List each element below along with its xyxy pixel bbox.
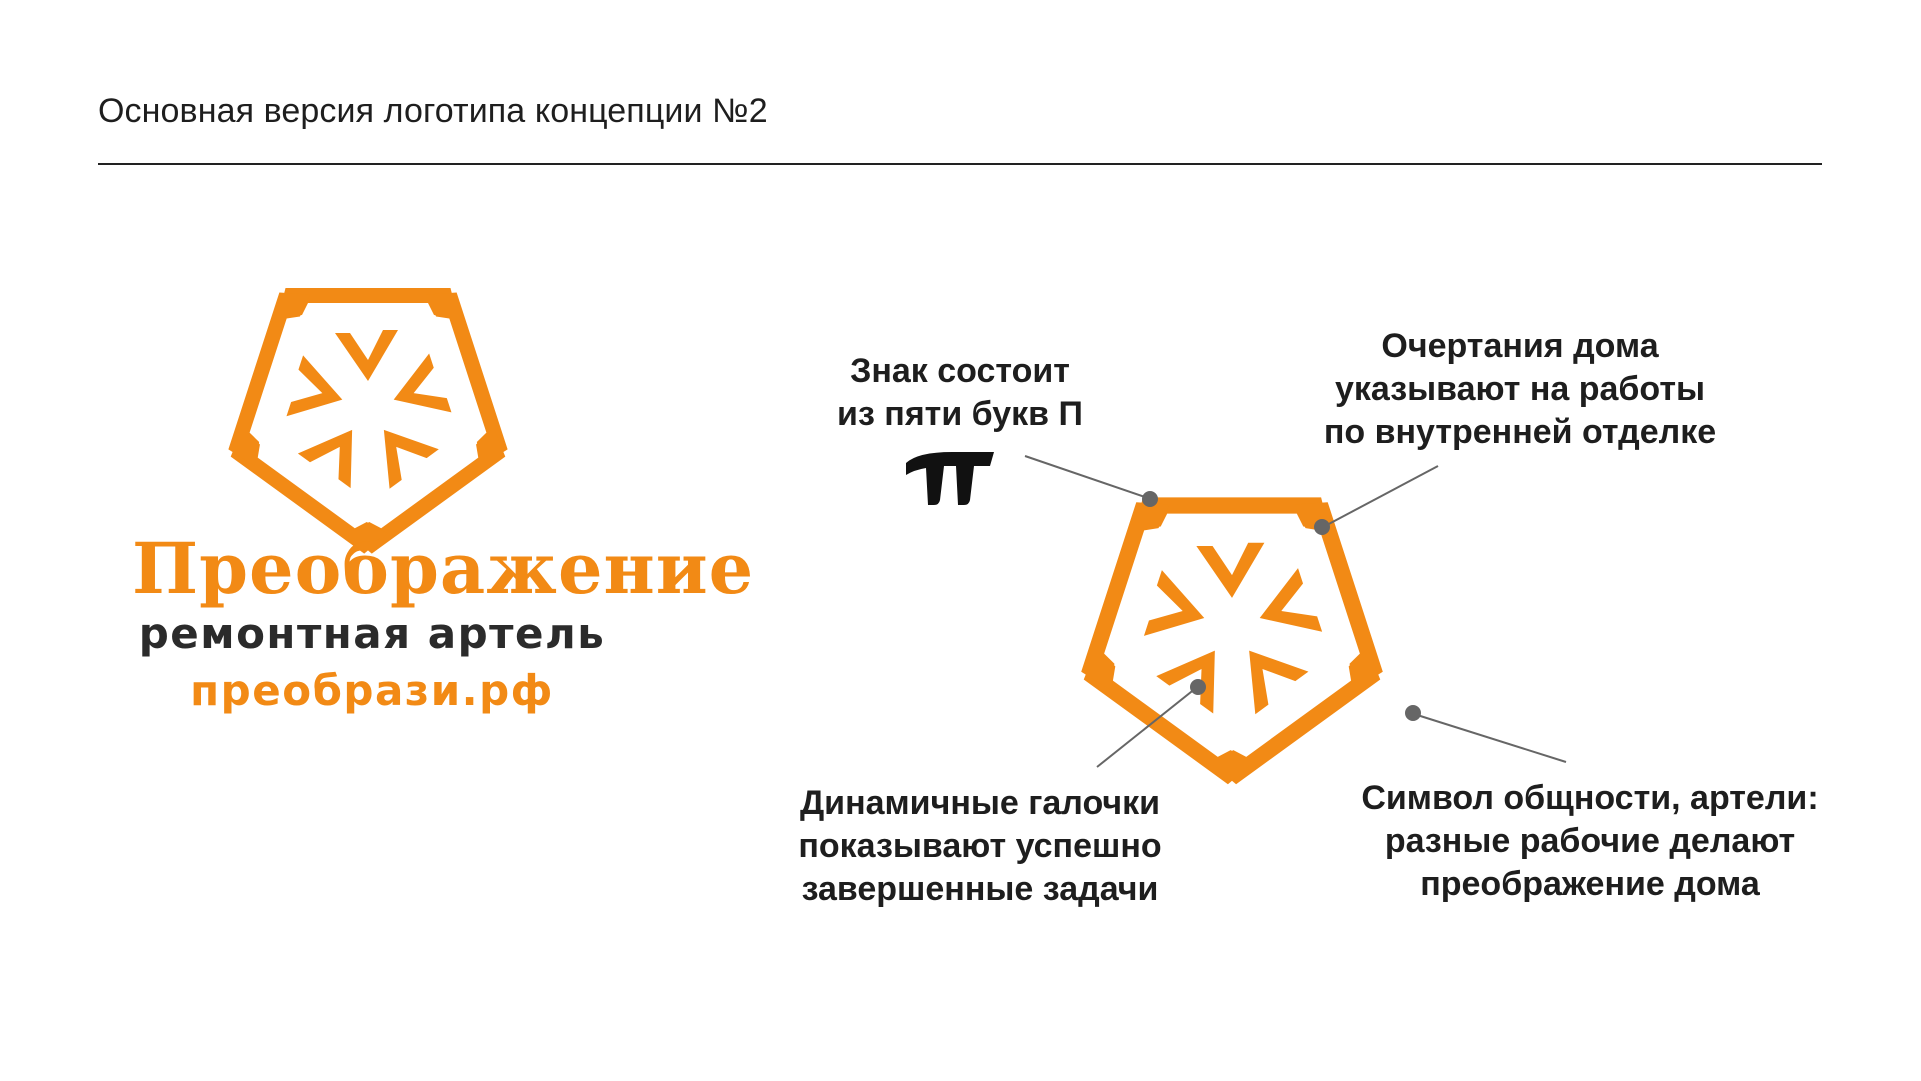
note-checkmarks: Динамичные галочки показывают успешно за… <box>798 784 1162 908</box>
connector-dot-checkmarks <box>1190 679 1206 695</box>
connector-house-outline <box>1324 465 1439 527</box>
annotation-connectors <box>1024 455 1567 768</box>
connector-community <box>1413 713 1567 763</box>
note-community: Символ общности, артели: разные рабочие … <box>1361 779 1819 903</box>
logo-mark-small <box>224 285 512 558</box>
brand-url: преобрази.рф <box>190 666 554 715</box>
connector-dot-five-letters <box>1142 491 1158 507</box>
connector-five-letters <box>1024 455 1149 499</box>
letter-p-glyph-icon <box>906 452 994 505</box>
brand-name: Преображение <box>132 527 755 610</box>
title-divider <box>98 163 1822 165</box>
note-five-letters: Знак состоит из пяти букв П <box>837 352 1083 433</box>
connector-dot-house-outline <box>1314 519 1330 535</box>
brand-tagline: ремонтная артель <box>138 609 606 658</box>
connector-checkmarks <box>1096 687 1197 768</box>
connector-dot-community <box>1405 705 1421 721</box>
page-title: Основная версия логотипа концепции №2 <box>98 92 768 130</box>
note-house-outline: Очертания дома указывают на работы по вн… <box>1323 327 1717 451</box>
